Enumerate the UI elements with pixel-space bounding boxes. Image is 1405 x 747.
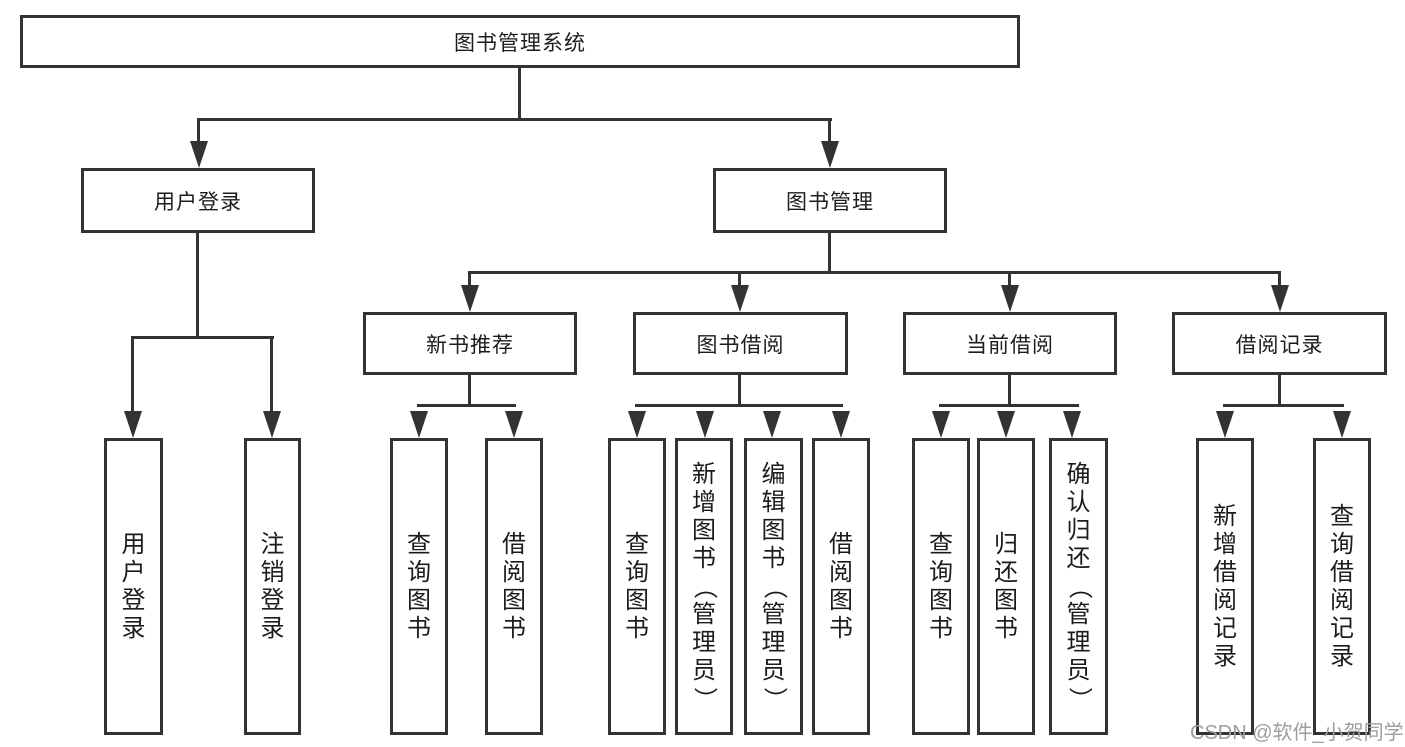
node-borrowing-records: 借阅记录 (1172, 312, 1387, 375)
node-user-login: 用户登录 (81, 168, 315, 233)
arrowhead-down-icon (731, 285, 749, 312)
connector-line (635, 404, 843, 407)
connector-line (270, 336, 273, 412)
arrowhead-down-icon (628, 411, 646, 438)
arrowhead-down-icon (124, 411, 142, 438)
leaf-return-books: 归还图书 (977, 438, 1035, 735)
leaf-borrow-books: 借阅图书 (812, 438, 870, 735)
arrowhead-down-icon (1063, 411, 1081, 438)
connector-line (738, 375, 741, 406)
connector-line (196, 233, 199, 338)
arrowhead-down-icon (1216, 411, 1234, 438)
leaf-edit-books-admin: 编辑图书（管理员） (744, 438, 803, 735)
connector-line (417, 404, 516, 407)
leaf-logout: 注销登录 (244, 438, 301, 735)
connector-line (198, 118, 832, 121)
leaf-user-login: 用户登录 (104, 438, 163, 735)
leaf-query-books-current: 查询图书 (912, 438, 970, 735)
arrowhead-down-icon (505, 411, 523, 438)
leaf-borrow-books-recommend: 借阅图书 (485, 438, 543, 735)
arrowhead-down-icon (1333, 411, 1351, 438)
connector-line (1223, 404, 1344, 407)
arrowhead-down-icon (190, 141, 208, 168)
connector-line (1008, 271, 1011, 287)
arrowhead-down-icon (1001, 285, 1019, 312)
arrowhead-down-icon (263, 411, 281, 438)
connector-line (738, 271, 741, 287)
node-current-borrowing: 当前借阅 (903, 312, 1117, 375)
connector-line (518, 68, 521, 118)
leaf-add-borrow-record: 新增借阅记录 (1196, 438, 1254, 735)
arrowhead-down-icon (763, 411, 781, 438)
arrowhead-down-icon (821, 141, 839, 168)
node-book-borrowing: 图书借阅 (633, 312, 848, 375)
arrowhead-down-icon (1271, 285, 1289, 312)
connector-line (468, 271, 471, 287)
connector-line (828, 118, 831, 144)
connector-line (197, 118, 200, 144)
node-new-book-recommendation: 新书推荐 (363, 312, 577, 375)
arrowhead-down-icon (410, 411, 428, 438)
connector-line (468, 375, 471, 406)
connector-line (1278, 271, 1281, 287)
connector-line (1278, 375, 1281, 406)
leaf-query-books-recommend: 查询图书 (390, 438, 448, 735)
connector-line (468, 271, 1281, 274)
arrowhead-down-icon (461, 285, 479, 312)
leaf-query-books-borrow: 查询图书 (608, 438, 666, 735)
leaf-add-books-admin: 新增图书（管理员） (675, 438, 733, 735)
connector-line (1008, 375, 1011, 406)
connector-line (131, 336, 134, 412)
node-book-management: 图书管理 (713, 168, 947, 233)
arrowhead-down-icon (932, 411, 950, 438)
arrowhead-down-icon (832, 411, 850, 438)
connector-line (132, 336, 274, 339)
connector-line (939, 404, 1079, 407)
arrowhead-down-icon (696, 411, 714, 438)
leaf-confirm-return-admin: 确认归还（管理员） (1049, 438, 1108, 735)
watermark-text: CSDN @软件_小贺同学 (1190, 722, 1404, 744)
leaf-query-borrow-record: 查询借阅记录 (1313, 438, 1371, 735)
connector-line (828, 233, 831, 274)
arrowhead-down-icon (997, 411, 1015, 438)
node-library-management-system: 图书管理系统 (20, 15, 1020, 68)
